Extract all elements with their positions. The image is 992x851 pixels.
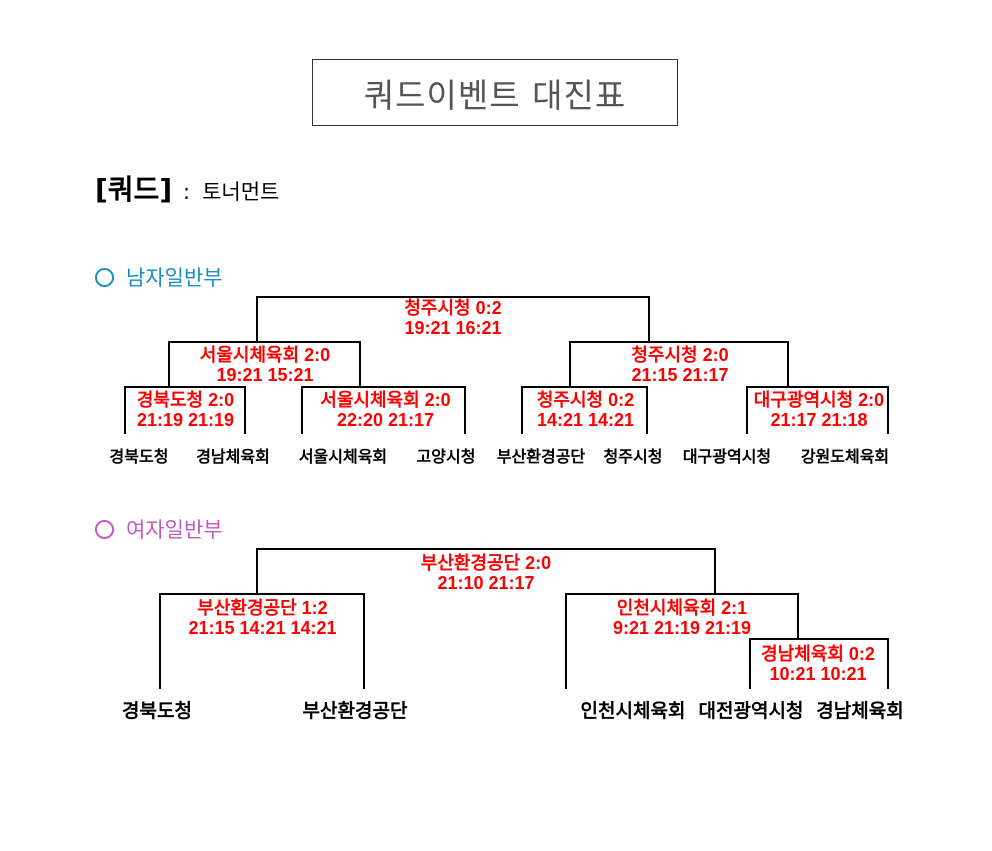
- bracket-line: [521, 386, 523, 434]
- bracket-line: [168, 341, 361, 343]
- bracket-line: [256, 548, 258, 594]
- event-name: [쿼드]: [95, 173, 173, 206]
- event-format: : 토너먼트: [183, 176, 279, 206]
- women-section-heading: 여자일반부: [95, 514, 223, 544]
- men-team: 고양시청: [416, 447, 476, 466]
- bracket-line: [124, 386, 126, 434]
- bracket-line: [887, 386, 889, 434]
- bracket-line: [159, 593, 161, 689]
- bracket-line: [301, 386, 303, 434]
- bracket-line: [244, 386, 246, 434]
- men-team: 경남체육회: [196, 447, 270, 466]
- bracket-line: [565, 593, 799, 595]
- men-team: 서울시체육회: [298, 447, 388, 466]
- format-label: 토너먼트: [202, 180, 280, 204]
- women-heading-label: 여자일반부: [126, 518, 223, 542]
- bracket-line: [256, 296, 650, 298]
- bracket-line: [256, 548, 716, 550]
- bracket-line: [749, 638, 889, 640]
- bracket-line: [797, 593, 799, 639]
- bracket-line: [168, 341, 170, 387]
- page-title: 쿼드이벤트 대진표: [312, 59, 678, 126]
- circle-icon: [95, 267, 114, 287]
- bracket-line: [714, 548, 716, 594]
- format-colon: :: [183, 180, 191, 204]
- bracket-line: [569, 341, 789, 343]
- bracket-line: [464, 386, 466, 434]
- bracket-line: [301, 386, 466, 388]
- women-team: 인천시체육회: [580, 700, 686, 722]
- bracket-line: [256, 296, 258, 342]
- women-team: 경북도청: [122, 700, 192, 722]
- men-team: 부산환경공단: [496, 447, 586, 466]
- bracket-line: [746, 386, 889, 388]
- circle-icon: [95, 519, 114, 539]
- bracket-line: [569, 341, 571, 387]
- women-team: 부산환경공단: [302, 700, 408, 722]
- bracket-line: [887, 638, 889, 689]
- bracket-line: [787, 341, 789, 387]
- women-team: 대전광역시청: [698, 700, 804, 722]
- bracket-line: [646, 386, 648, 434]
- women-team: 경남체육회: [816, 700, 904, 722]
- bracket-line: [565, 593, 567, 689]
- bracket-line: [159, 593, 365, 595]
- men-team: 강원도체육회: [800, 447, 890, 466]
- bracket-line: [746, 386, 748, 434]
- men-heading-label: 남자일반부: [126, 266, 223, 290]
- bracket-line: [359, 341, 361, 387]
- men-team: 경북도청: [109, 447, 169, 466]
- bracket-line: [648, 296, 650, 342]
- men-team: 대구광역시청: [682, 447, 772, 466]
- bracket-line: [521, 386, 648, 388]
- bracket-line: [124, 386, 246, 388]
- men-section-heading: 남자일반부: [95, 262, 223, 292]
- bracket-line: [363, 593, 365, 689]
- men-team: 청주시청: [603, 447, 663, 466]
- bracket-line: [749, 638, 751, 689]
